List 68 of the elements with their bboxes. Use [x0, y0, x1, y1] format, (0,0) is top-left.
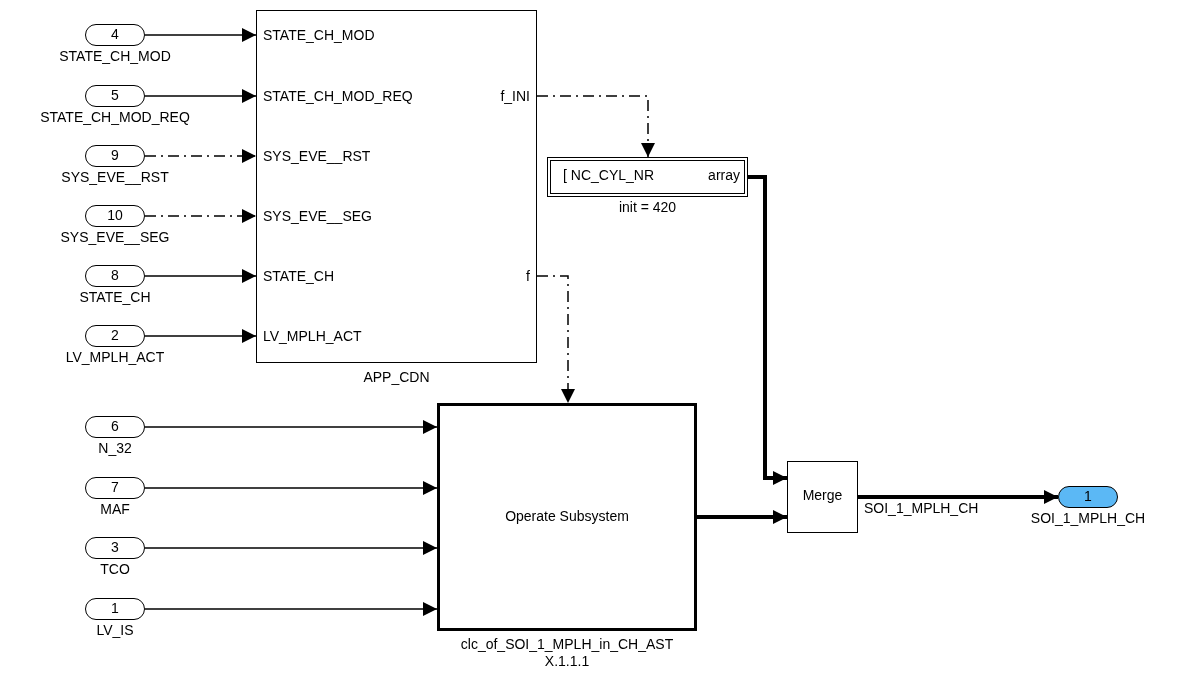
signal-name: STATE_CH_MOD	[59, 48, 171, 65]
initial-value: init = 420	[618, 199, 677, 216]
port-number: 4	[111, 25, 119, 42]
signal-name: LV_MPLH_ACT	[65, 349, 165, 366]
block-label: f	[526, 267, 530, 284]
dash-dot-arrow	[536, 95, 655, 158]
signal-name: STATE_CH	[79, 289, 151, 306]
inport-block	[85, 85, 145, 107]
block-label: array	[708, 167, 740, 183]
inport-block	[85, 325, 145, 347]
block-label: Merge	[802, 487, 843, 503]
block-label: f_INI	[500, 87, 530, 104]
outport-block	[1058, 486, 1118, 508]
port-number: 1	[1084, 487, 1092, 504]
arrow	[748, 175, 787, 485]
arrow	[144, 269, 257, 283]
inport-block	[85, 145, 145, 167]
inport-block	[85, 265, 145, 287]
port-number: 6	[111, 417, 119, 434]
subsystem-block	[437, 403, 697, 631]
arrow	[144, 541, 438, 555]
inport-block	[85, 598, 145, 620]
dash-dot-arrow	[536, 275, 575, 404]
port-number: 7	[111, 478, 119, 495]
signal-name: clc_of_SOI_1_MPLH_in_CH_AST	[460, 636, 674, 653]
arrow	[144, 481, 438, 495]
block-label: STATE_CH	[263, 267, 335, 284]
edge-label: SOI_1_MPLH_CH	[864, 501, 979, 516]
port-number: 8	[111, 266, 119, 283]
inport-block	[85, 205, 145, 227]
inport-block	[85, 416, 145, 438]
arrow	[144, 28, 257, 42]
block-label: LV_MPLH_ACT	[263, 327, 362, 344]
port-number: 10	[107, 206, 123, 223]
signal-name: SYS_EVE__SEG	[60, 229, 170, 246]
block-name: APP_CDN	[363, 368, 430, 385]
port-number: 5	[111, 86, 119, 103]
signal-name: N_32	[98, 440, 132, 457]
block-label: SYS_EVE__RST	[263, 147, 371, 164]
merge-block	[787, 461, 858, 533]
signal-name: STATE_CH_MOD_REQ	[40, 109, 190, 126]
arrow	[858, 490, 1058, 504]
port-number: 3	[111, 538, 119, 555]
block-label: [ NC_CYL_NR	[563, 167, 655, 183]
arrow	[144, 420, 438, 434]
dash-dot-arrow	[144, 149, 257, 163]
signal-name: SYS_EVE__RST	[61, 169, 169, 186]
arrow	[144, 329, 257, 343]
inport-block	[85, 477, 145, 499]
arrow	[697, 510, 787, 524]
signal-name: SOI_1_MPLH_CH	[1030, 510, 1146, 527]
signal-name: TCO	[100, 561, 130, 578]
block-id: X.1.1.1	[544, 653, 590, 670]
block-label: STATE_CH_MOD_REQ	[263, 87, 413, 104]
signal-name: LV_IS	[96, 622, 134, 639]
inport-block	[85, 24, 145, 46]
signal-name: MAF	[100, 501, 130, 518]
port-number: 9	[111, 146, 119, 163]
arrow	[144, 602, 438, 616]
inport-block	[85, 537, 145, 559]
block-label: Operate Subsystem	[505, 507, 629, 524]
port-number: 2	[111, 326, 119, 343]
goto-block	[547, 157, 748, 197]
dash-dot-arrow	[144, 209, 257, 223]
port-number: 1	[111, 599, 119, 616]
block-label: STATE_CH_MOD	[263, 26, 375, 43]
arrow	[144, 89, 257, 103]
block-label: SYS_EVE__SEG	[263, 207, 372, 224]
